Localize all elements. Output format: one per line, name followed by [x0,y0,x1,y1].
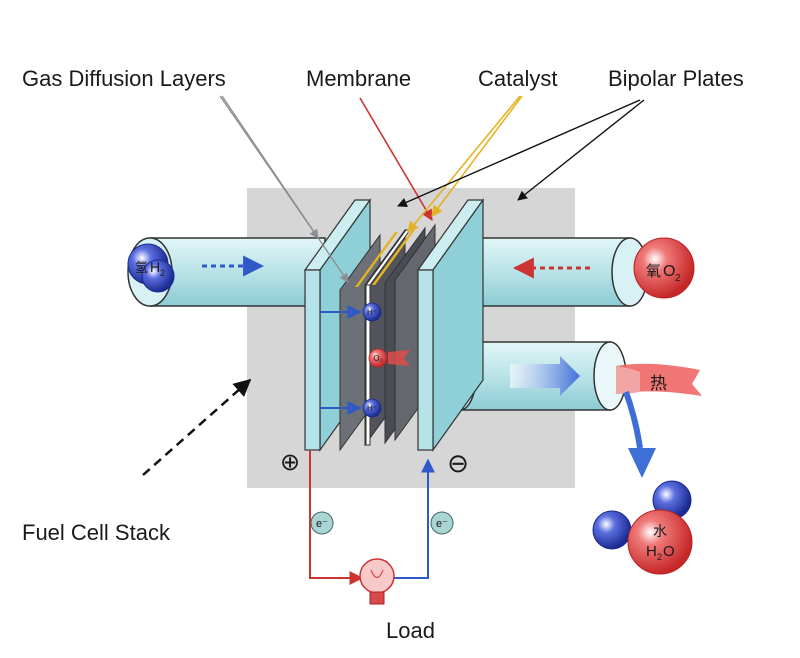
label-membrane: Membrane [306,66,411,91]
membrane-assembly [339,223,436,452]
water-drop-arrow [623,390,656,478]
svg-text:H⁺: H⁺ [367,404,377,413]
proton-top: H⁺ [320,302,382,322]
external-circuit [309,450,435,585]
wire-right [392,458,435,579]
water-formula-h: H [646,543,657,560]
oxygen-inlet-pipe [479,237,649,307]
right-bipolar-plate [416,198,485,452]
catalyst-pointer-2 [431,95,523,217]
catalyst-layer-right [372,230,415,285]
oxygen-formula: O [663,263,675,280]
water-subscript: 2 [657,552,662,562]
positive-terminal: ⊕ [280,449,300,476]
oxygen-subscript: 2 [675,273,681,284]
water-flow-arrow [510,356,580,396]
label-pointers [142,95,645,476]
label-catalyst: Catalyst [478,66,557,91]
label-bipolar-plates: Bipolar Plates [608,66,744,91]
proton-bottom: H⁺ [320,398,382,418]
svg-text:H⁺: H⁺ [367,308,377,317]
light-bulb-icon [359,558,395,605]
water-molecule: 水 H 2 O [592,480,693,575]
water-formula-o: O [663,543,675,560]
catalyst-pointer-1 [407,95,521,233]
heat-indicator: 热 [616,363,702,396]
electron-left: e⁻ [310,511,334,535]
hydrogen-molecule: 氢 H 2 [127,243,175,293]
hydrogen-formula: H [150,259,160,275]
heat-char: 热 [650,374,667,393]
oxygen-char: 氧 [646,263,661,280]
wire-left [309,450,364,585]
bipolar-pointer-2 [517,99,645,201]
oxygen-ion: O₂ [368,348,410,368]
label-gas-diffusion-layers: Gas Diffusion Layers [22,66,226,91]
label-fuel-cell-stack: Fuel Cell Stack [22,520,171,545]
svg-text:O₂: O₂ [373,354,382,363]
membrane-pointer [359,97,433,221]
hydrogen-inlet-pipe [127,237,326,307]
electron-right: e⁻ [430,511,454,535]
hydrogen-char: 氢 [135,260,148,275]
oxygen-molecule: 氧 O 2 [633,237,695,299]
hydrogen-subscript: 2 [160,268,165,278]
stack-pointer [142,378,252,476]
svg-text:e⁻: e⁻ [436,518,448,530]
bipolar-pointer-1 [397,99,641,207]
catalyst-layer-left [355,232,398,287]
gdl-pointer-2 [221,95,349,283]
negative-terminal: ⊖ [447,448,469,478]
svg-text:e⁻: e⁻ [316,518,328,530]
label-load: Load [386,618,435,643]
water-char: 水 [653,523,667,539]
